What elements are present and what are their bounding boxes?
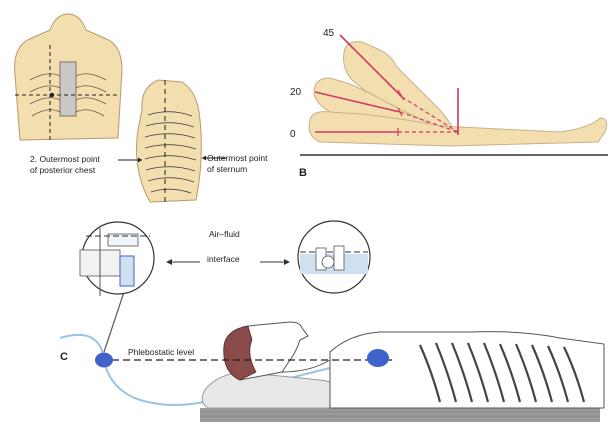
panel-letter-b: B [299, 167, 307, 179]
posterior-chest-label-2: of posterior chest [30, 165, 96, 175]
angle-label-0: 0 [290, 129, 296, 140]
sternum-label-2: of sternum [207, 164, 247, 174]
air-fluid-interface-magnified-view [298, 221, 370, 293]
transducer-level-marker [95, 353, 113, 368]
panel-letter-c: C [60, 351, 68, 363]
patient-torso [330, 332, 604, 408]
air-fluid-label-2: interface [207, 254, 240, 264]
angle-label-45: 45 [323, 28, 335, 39]
heart-marker [367, 349, 389, 367]
transducer-magnified-view [80, 222, 154, 296]
panel-b-patient-positions [300, 35, 608, 155]
sternum-label-1: Outermost point [207, 153, 268, 163]
phlebostatic-point-marker [50, 93, 54, 97]
phlebostatic-level-label: Phlebostatic level [128, 347, 194, 357]
mattress [200, 408, 600, 422]
panel-a-lateral-chest [118, 80, 226, 205]
air-fluid-label-1: Air–fluid [209, 229, 240, 239]
angle-label-20: 20 [290, 87, 302, 98]
posterior-chest-label-1: 2. Outermost point [30, 154, 101, 164]
panel-a-front-torso [15, 14, 122, 140]
